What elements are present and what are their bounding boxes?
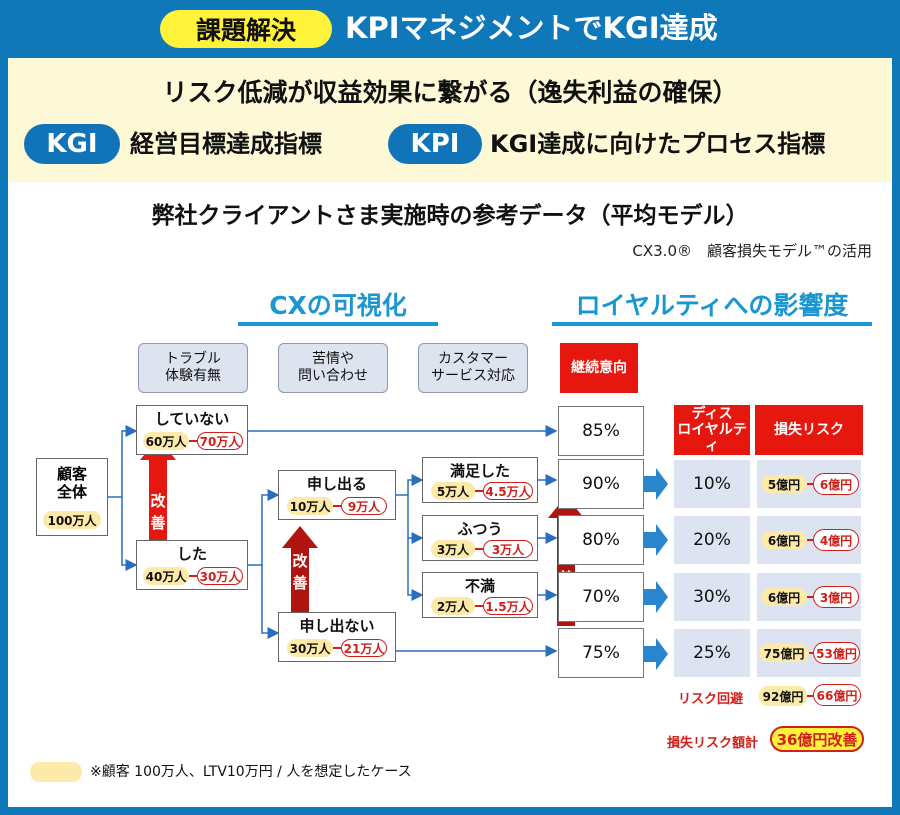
not-reported-after: 21万人: [341, 639, 387, 657]
risk-2-after: 4億円: [813, 529, 859, 551]
subheader-title: リスク低減が収益効果に繋がる（逸失利益の確保）: [162, 78, 738, 107]
trouble-after: 30万人: [197, 567, 243, 585]
normal-before: 3万人: [431, 540, 475, 558]
risk-avoid-before: 92億円: [759, 686, 807, 706]
continue-not-reported: 75%: [558, 628, 644, 678]
risk-3-arrow: [807, 596, 813, 598]
kpi-pill: KPI: [388, 124, 482, 164]
legend-text: ※顧客 100万人、LTV10万円 / 人を想定したケース: [90, 764, 412, 780]
header-disloyalty: ディスロイヤルティ: [674, 405, 750, 455]
continue-normal: 80%: [558, 515, 644, 565]
risk-2-arrow: [807, 539, 813, 541]
node-not-reported: 申し出ない 30万人 21万人: [278, 612, 396, 662]
risk-4-arrow: [809, 652, 813, 654]
reported-arrow: [333, 505, 341, 507]
not-reported-arrow: [333, 647, 341, 649]
risk-1-before: 5億円: [761, 475, 807, 493]
trouble-label: した: [176, 545, 207, 563]
improve-label-2: 改善: [292, 552, 308, 592]
total-value: 36億円改善: [770, 726, 864, 752]
header-complaint: 苦情や問い合わせ: [278, 343, 388, 393]
risk-row-2: 6億円 4億円: [757, 516, 861, 564]
risk-row-3: 6億円 3億円: [757, 573, 861, 621]
root-label: 顧客全体: [56, 465, 87, 501]
risk-row-4: 75億円 53億円: [757, 629, 861, 677]
legend-swatch: [30, 762, 82, 782]
node-normal: ふつう 3万人 3万人: [422, 515, 538, 561]
reported-label: 申し出る: [306, 475, 367, 493]
header-trouble: トラブル体験有無: [138, 343, 248, 393]
header-loss-risk: 損失リスク: [755, 405, 863, 455]
risk-3-after: 3億円: [813, 586, 859, 608]
disloyal-normal: 20%: [674, 516, 750, 564]
continue-satisfied: 90%: [558, 459, 644, 509]
kgi-text: 経営目標達成指標: [130, 130, 322, 158]
dissatisfied-arrow: [475, 605, 483, 607]
no-trouble-arrow: [189, 440, 197, 442]
normal-label: ふつう: [457, 520, 503, 538]
node-trouble: した 40万人 30万人: [136, 540, 248, 590]
panel-title: 弊社クライアントさま実施時の参考データ（平均モデル）: [151, 203, 749, 229]
disloyal-dissatisfied: 30%: [674, 573, 750, 621]
risk-1-after: 6億円: [813, 473, 859, 495]
risk-3-before: 6億円: [761, 588, 807, 606]
reported-after: 9万人: [341, 497, 387, 515]
node-reported: 申し出る 10万人 9万人: [278, 470, 396, 520]
header-service: カスタマーサービス対応: [418, 343, 528, 393]
normal-arrow: [475, 548, 483, 550]
root-count: 100万人: [43, 511, 101, 529]
node-dissatisfied: 不満 2万人 1.5万人: [422, 572, 538, 618]
header-badge: 課題解決: [160, 10, 332, 48]
risk-2-before: 6億円: [761, 531, 807, 549]
reported-before: 10万人: [287, 497, 333, 515]
risk-1-arrow: [807, 483, 813, 485]
not-reported-label: 申し出ない: [299, 617, 375, 635]
dissatisfied-after: 1.5万人: [483, 597, 533, 615]
continue-dissatisfied: 70%: [558, 572, 644, 622]
trouble-arrow: [189, 575, 197, 577]
satisfied-label: 満足した: [449, 462, 510, 480]
disloyal-satisfied: 10%: [674, 460, 750, 508]
improve-label-1: 改善: [150, 492, 166, 532]
risk-4-before: 75億円: [759, 644, 809, 662]
disloyal-not-reported: 25%: [674, 629, 750, 677]
total-label: 損失リスク額計: [667, 736, 759, 751]
section-cx-visualization: CXの可視化: [238, 290, 438, 326]
satisfied-after: 4.5万人: [483, 482, 533, 500]
kpi-text: KGI達成に向けたプロセス指標: [490, 130, 826, 158]
satisfied-before: 5万人: [431, 482, 475, 500]
header-title: KPIマネジメントでKGI達成: [345, 11, 718, 45]
satisfied-arrow: [475, 490, 483, 492]
section-loyalty-impact: ロイヤルティへの影響度: [552, 290, 872, 326]
panel-caption: CX3.0® 顧客損失モデル™の活用: [632, 242, 872, 260]
node-root: 顧客全体 100万人: [36, 458, 108, 536]
node-no-trouble: していない 60万人 70万人: [136, 405, 248, 455]
normal-after: 3万人: [483, 540, 533, 558]
dissatisfied-before: 2万人: [431, 597, 475, 615]
risk-4-after: 53億円: [813, 642, 860, 664]
no-trouble-after: 70万人: [197, 432, 243, 450]
no-trouble-before: 60万人: [143, 432, 189, 450]
not-reported-before: 30万人: [287, 639, 333, 657]
trouble-before: 40万人: [143, 567, 189, 585]
header-continue: 継続意向: [560, 343, 638, 393]
risk-row-1: 5億円 6億円: [757, 460, 861, 508]
risk-avoid-arrow: [807, 695, 813, 697]
dissatisfied-label: 不満: [464, 577, 495, 595]
no-trouble-label: していない: [154, 410, 230, 428]
node-satisfied: 満足した 5万人 4.5万人: [422, 457, 538, 503]
risk-avoid-after: 66億円: [813, 684, 861, 706]
continue-no-trouble: 85%: [558, 406, 644, 456]
risk-avoid-label: リスク回避: [678, 692, 744, 707]
kgi-pill: KGI: [24, 124, 120, 164]
